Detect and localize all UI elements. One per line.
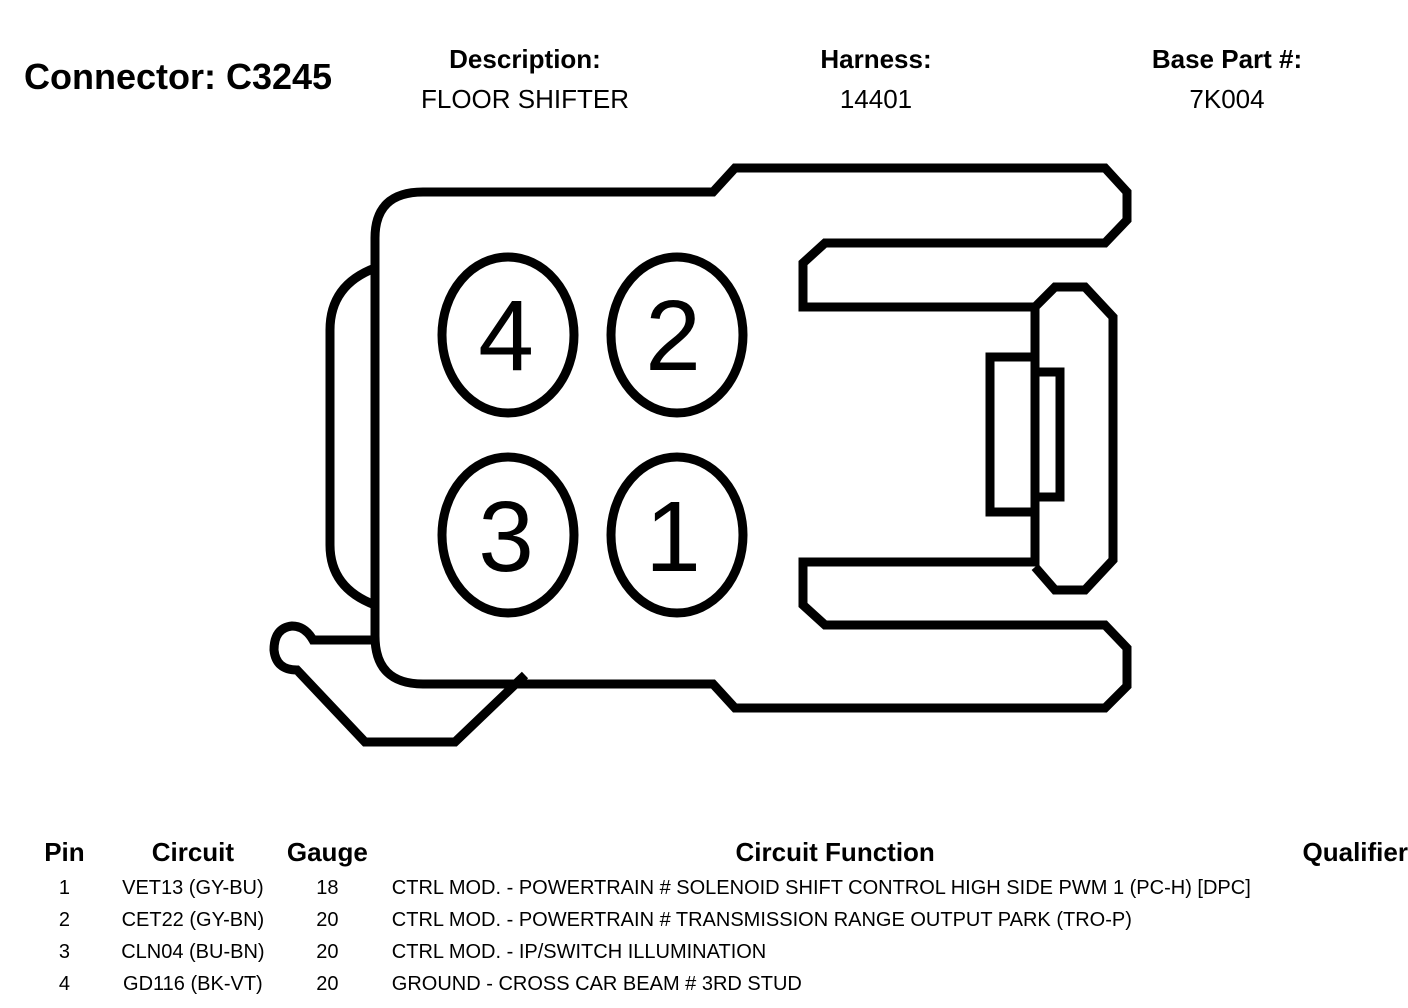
latch-outline (1031, 282, 1118, 595)
cavity-3 (437, 452, 579, 618)
row-function: GROUND - CROSS CAR BEAM # 3RD STUD (391, 972, 802, 995)
table-row: 1 VET13 (GY-BU) 18 CTRL MOD. - POWERTRAI… (30, 872, 1408, 904)
table-row: 2 CET22 (GY-BN) 20 CTRL MOD. - POWERTRAI… (30, 904, 1408, 936)
row-qualifier (1303, 968, 1408, 1000)
row-qualifier (1303, 872, 1408, 904)
description-label: Description: (449, 44, 601, 74)
row-gauge: 18 (316, 876, 339, 899)
table-row: 3 CLN04 (BU-BN) 20 CTRL MOD. - IP/SWITCH… (30, 936, 1408, 968)
cavity-1 (606, 452, 748, 618)
header-qualifier: Qualifier (1302, 836, 1408, 867)
left-bump (325, 263, 377, 610)
table-header-row: Pin Circuit Gauge Circuit Function Quali… (30, 832, 1408, 872)
latch-inner-tab (1030, 367, 1065, 502)
row-qualifier (1303, 904, 1408, 936)
row-circuit: CLN04 (BU-BN) (121, 940, 265, 963)
harness-value: 14401 (839, 84, 913, 114)
cavity-4-label: 4 (478, 280, 534, 392)
cavity-1-label: 1 (645, 481, 701, 593)
description-value: FLOOR SHIFTER (420, 84, 630, 114)
row-pin: 2 (58, 908, 70, 931)
base-part-value: 7K004 (1189, 84, 1265, 114)
header-gauge: Gauge (286, 836, 368, 867)
cavity-4 (437, 252, 579, 418)
cavity-2 (606, 252, 748, 418)
table-row: 4 GD116 (BK-VT) 20 GROUND - CROSS CAR BE… (30, 968, 1408, 1000)
row-gauge: 20 (316, 908, 339, 931)
harness-label: Harness: (820, 44, 932, 74)
header-circuit-function: Circuit Function (735, 836, 935, 867)
row-function: CTRL MOD. - POWERTRAIN # TRANSMISSION RA… (391, 908, 1132, 931)
cavity-3-label: 3 (478, 481, 534, 593)
row-circuit: GD116 (BK-VT) (123, 972, 263, 995)
latch-inner-rect (985, 352, 1040, 517)
header-pin: Pin (44, 836, 85, 867)
row-gauge: 20 (316, 972, 339, 995)
row-pin: 1 (58, 876, 70, 899)
row-pin: 4 (58, 972, 70, 995)
row-function: CTRL MOD. - POWERTRAIN # SOLENOID SHIFT … (391, 876, 1251, 899)
row-gauge: 20 (316, 940, 339, 963)
header-circuit: Circuit (151, 836, 235, 867)
connector-title: Connector: C3245 (24, 56, 333, 97)
housing-outline (370, 163, 1132, 713)
base-part-label: Base Part #: (1151, 44, 1303, 74)
pin-table: Pin Circuit Gauge Circuit Function Quali… (30, 832, 1408, 1000)
row-function: CTRL MOD. - IP/SWITCH ILLUMINATION (391, 940, 767, 963)
connector-face-diagram: 4 2 3 1 (269, 163, 1132, 747)
bottom-hook (269, 621, 529, 747)
row-pin: 3 (58, 940, 70, 963)
cavity-2-label: 2 (645, 280, 701, 392)
row-circuit: CET22 (GY-BN) (121, 908, 265, 931)
row-qualifier (1303, 936, 1408, 968)
row-circuit: VET13 (GY-BU) (122, 876, 264, 899)
